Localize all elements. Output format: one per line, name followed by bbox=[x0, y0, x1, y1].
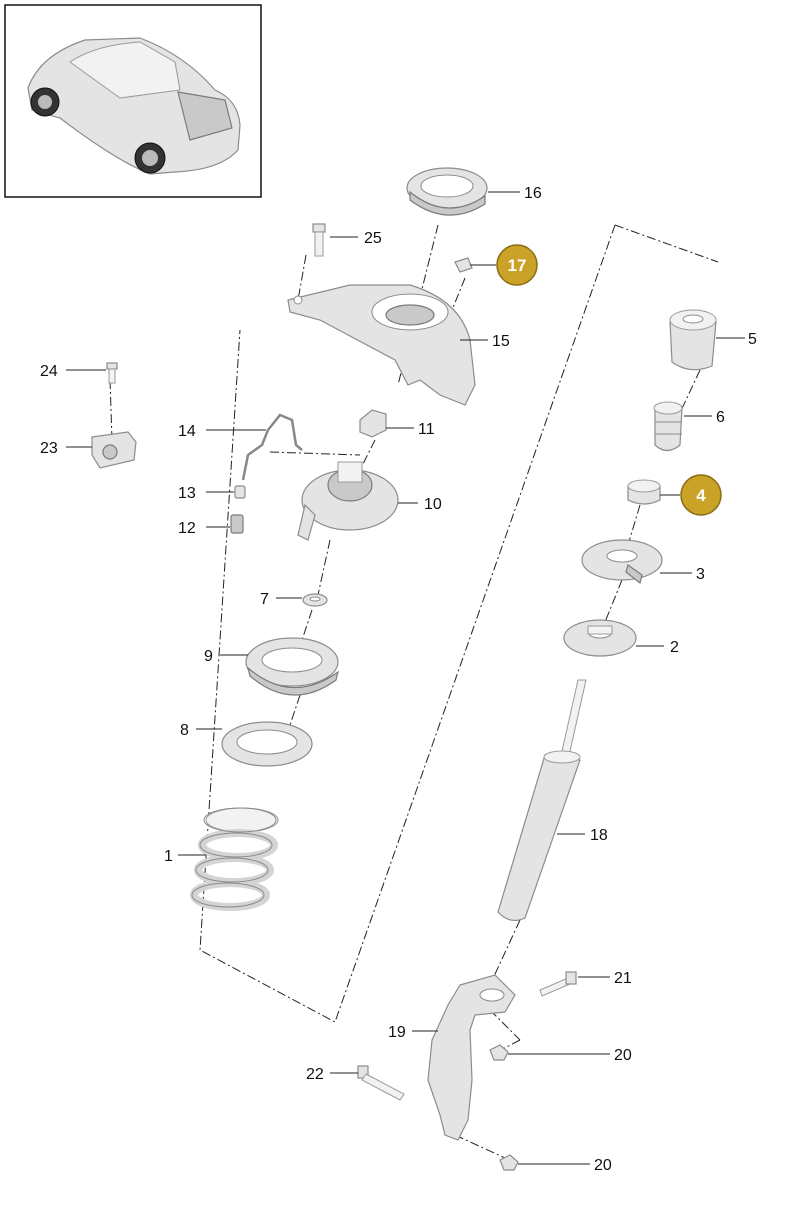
callout-13: 13 bbox=[178, 485, 196, 502]
part-2-spring-plate bbox=[563, 619, 637, 657]
callout-9: 9 bbox=[204, 648, 213, 665]
part-20-nut-upper bbox=[489, 1044, 509, 1061]
part-3-spring-plate bbox=[581, 539, 663, 585]
callout-20-lower: 20 bbox=[594, 1157, 612, 1174]
part-19-knuckle-fork bbox=[427, 974, 516, 1141]
part-7-washer bbox=[302, 593, 328, 607]
callout-18: 18 bbox=[590, 827, 608, 844]
part-22-bolt bbox=[357, 1065, 405, 1101]
part-11-nut bbox=[359, 409, 387, 438]
callout-14: 14 bbox=[178, 423, 196, 440]
callout-19: 19 bbox=[388, 1024, 406, 1041]
part-5-dust-cover bbox=[669, 309, 717, 371]
part-18-shock-absorber bbox=[497, 679, 587, 922]
car-illustration bbox=[27, 37, 241, 175]
callout-24: 24 bbox=[40, 363, 58, 380]
callout-labels: 16 25 15 5 24 6 11 14 23 13 10 12 3 7 2 … bbox=[40, 185, 757, 1174]
part-23-bracket bbox=[91, 431, 137, 469]
callout-1: 1 bbox=[164, 848, 173, 865]
part-13-sensor-clip bbox=[234, 485, 246, 499]
part-16-spring-pad bbox=[406, 167, 488, 216]
callout-25: 25 bbox=[364, 230, 382, 247]
callout-11: 11 bbox=[418, 421, 435, 438]
part-25-bolt bbox=[312, 223, 326, 257]
callout-15: 15 bbox=[492, 333, 510, 350]
callout-8: 8 bbox=[180, 722, 189, 739]
highlight-badge-4[interactable]: 4 bbox=[680, 474, 722, 516]
part-8-isolator bbox=[221, 721, 313, 767]
part-1-coil-spring bbox=[190, 807, 279, 911]
callout-12: 12 bbox=[178, 520, 196, 537]
callout-4: 4 bbox=[696, 486, 706, 505]
callout-23: 23 bbox=[40, 440, 58, 457]
callout-7: 7 bbox=[260, 591, 269, 608]
callout-17: 17 bbox=[508, 256, 527, 275]
part-12-connector bbox=[230, 514, 244, 534]
part-21-bolt bbox=[539, 971, 577, 997]
callout-2: 2 bbox=[670, 639, 679, 656]
callout-5: 5 bbox=[748, 331, 757, 348]
part-14-sensor-wire bbox=[241, 413, 303, 481]
part-17-nut bbox=[454, 257, 473, 273]
part-10-top-mount bbox=[297, 461, 399, 541]
callout-21: 21 bbox=[614, 970, 632, 987]
callout-22: 22 bbox=[306, 1066, 324, 1083]
callout-3: 3 bbox=[696, 566, 705, 583]
highlight-badge-17[interactable]: 17 bbox=[496, 244, 538, 286]
part-24-bolt bbox=[106, 362, 118, 384]
part-6-bump-stop bbox=[653, 401, 683, 452]
callout-10: 10 bbox=[424, 496, 442, 513]
callout-6: 6 bbox=[716, 409, 725, 426]
part-9-spring-seat bbox=[245, 637, 339, 696]
leader-lines bbox=[66, 191, 745, 1165]
part-20-nut-lower bbox=[499, 1154, 519, 1171]
callout-16: 16 bbox=[524, 185, 542, 202]
vehicle-thumbnail bbox=[4, 4, 262, 198]
callout-20-upper: 20 bbox=[614, 1047, 632, 1064]
part-15-strut-mount bbox=[287, 284, 476, 406]
part-4-bushing bbox=[627, 479, 661, 505]
